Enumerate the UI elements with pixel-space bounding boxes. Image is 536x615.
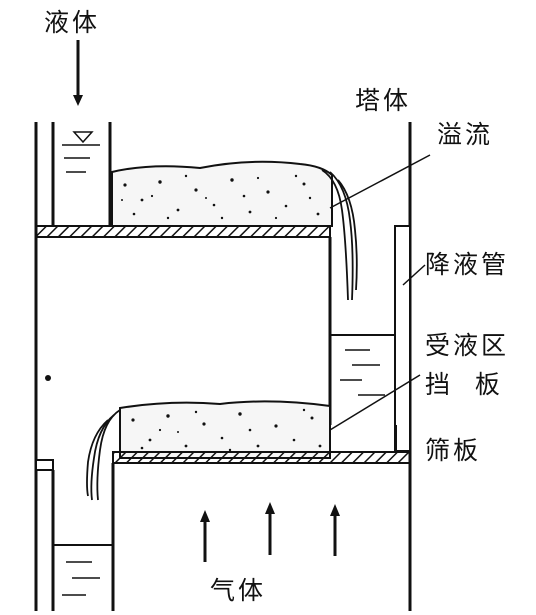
wall-dot	[45, 375, 51, 381]
lower-froth-layer	[119, 400, 331, 459]
label-sieve-plate: 筛板	[425, 436, 482, 465]
label-overflow: 溢流	[437, 120, 494, 149]
lower-left-downcomer-stub	[35, 459, 54, 471]
downcomer-sleeve	[394, 225, 411, 452]
label-baffle: 挡 板	[425, 370, 503, 399]
gas-arrowheads	[200, 502, 340, 522]
upper-froth-layer	[111, 160, 333, 227]
baffle-leader	[329, 374, 421, 431]
overflow-stream	[321, 169, 358, 301]
liquid-feed-arrowhead	[73, 95, 83, 106]
lower-sieve-plate	[112, 451, 411, 464]
overflow-leader	[329, 154, 431, 209]
lower-froth-dots	[131, 408, 322, 454]
downcomer-leader	[402, 264, 426, 286]
upper-froth-dots	[121, 174, 320, 220]
liquid-level-marker	[72, 131, 94, 144]
label-downcomer: 降液管	[425, 250, 510, 279]
downcomer-liquid-marks	[340, 349, 385, 396]
lower-left-liquid-marks	[62, 561, 100, 596]
gas-arrows	[203, 510, 337, 562]
label-tower: 塔体	[355, 86, 412, 115]
label-receiving-zone: 受液区	[425, 331, 510, 360]
upper-downcomer-liquid-marks	[62, 144, 100, 173]
upper-sieve-plate	[35, 225, 331, 238]
lower-overflow-stream	[86, 409, 121, 501]
label-gas: 气体	[210, 576, 267, 605]
label-liquid-in: 液体	[44, 8, 101, 37]
